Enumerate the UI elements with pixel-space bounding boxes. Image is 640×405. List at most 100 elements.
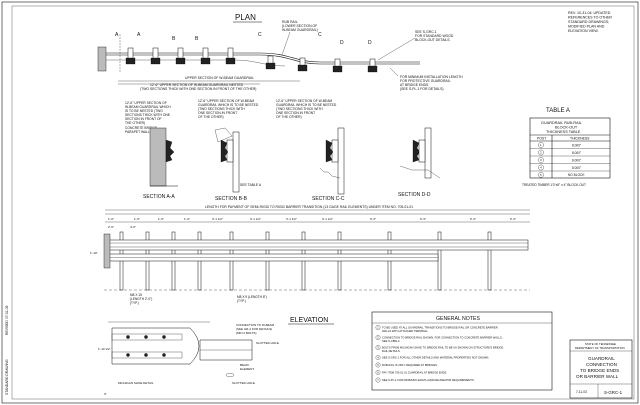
svg-text:3'-1 1/2": 3'-1 1/2" — [286, 217, 297, 221]
svg-text:REV. 10-31-04: UPDATED: REV. 10-31-04: UPDATED — [568, 11, 611, 15]
elevation-dims: 1'-0" 1'-6" 1'-6" 1'-6" 3'-1 1/2" 3'-1 1… — [108, 217, 516, 229]
svg-text:1'-10 1/2": 1'-10 1/2" — [98, 347, 111, 351]
svg-text:FOR STANDARD WOOD: FOR STANDARD WOOD — [415, 34, 454, 38]
svg-text:FOR MINIMUM INSTALLATION LENGT: FOR MINIMUM INSTALLATION LENGTH — [400, 75, 463, 79]
svg-text:W-BEAM GUARDRAIL WHICH: W-BEAM GUARDRAIL WHICH — [125, 105, 171, 109]
title-date: 7-11-03 — [576, 390, 587, 394]
plan-view: A A B B C C D D PLAN RUB RAIL (LOWER SEC… — [97, 13, 463, 91]
svg-text:AT BRIDGE ENDS: AT BRIDGE ENDS — [400, 83, 429, 87]
svg-text:CONNECTION TO W-BEAM: CONNECTION TO W-BEAM — [236, 323, 275, 327]
svg-text:ELEVATION VIEW.: ELEVATION VIEW. — [568, 29, 599, 33]
svg-text:GUARDRAIL WHICH IS TO BE NESTE: GUARDRAIL WHICH IS TO BE NESTED — [276, 103, 337, 107]
svg-text:RAIL DETAILS.: RAIL DETAILS. — [382, 349, 401, 353]
svg-text:REFERENCES TO OTHER: REFERENCES TO OTHER — [568, 16, 612, 20]
svg-text:IS TO BE NESTED (TWO: IS TO BE NESTED (TWO — [125, 109, 163, 113]
w-beam-rail — [107, 239, 529, 251]
svg-text:SECTION IN FRONT OF: SECTION IN FRONT OF — [125, 117, 162, 121]
svg-text:ONE SECTION IN FRONT: ONE SECTION IN FRONT — [276, 111, 315, 115]
svg-text:3: 3 — [377, 346, 379, 350]
svg-text:A: A — [137, 32, 141, 38]
svg-text:THICKNESS: THICKNESS — [570, 137, 590, 141]
svg-text:3": 3" — [104, 392, 107, 396]
section-a-title: SECTION A-A — [143, 194, 175, 200]
svg-text:(TWO SECTIONS THICK WITH: (TWO SECTIONS THICK WITH — [198, 107, 245, 111]
svg-text:B: B — [172, 36, 176, 42]
svg-text:BEAM: BEAM — [240, 363, 249, 367]
section-c-c: 12'-6" UPPER SECTION OF W-BEAM GUARDRAIL… — [276, 99, 345, 202]
svg-text:OF THE OTHER): OF THE OTHER) — [198, 115, 224, 119]
svg-text:(LOWER SECTION OF: (LOWER SECTION OF — [282, 24, 317, 28]
svg-text:1'-10": 1'-10" — [90, 251, 98, 255]
svg-text:8.000": 8.000" — [572, 143, 581, 147]
svg-text:PAY ITEM 705-01.01 GUARDRAIL A: PAY ITEM 705-01.01 GUARDRAIL AT BRIDGE E… — [382, 371, 447, 375]
svg-text:6'-3": 6'-3" — [470, 217, 476, 221]
section-cut-markers: A A B B C C D D — [115, 32, 372, 72]
svg-text:C: C — [258, 32, 262, 38]
svg-text:12'-6" UPPER SECTION OF W-BEAM: 12'-6" UPPER SECTION OF W-BEAM GUARDRAIL… — [150, 83, 244, 87]
svg-text:RUB RAIL IS ONLY REQUIRED AT B: RUB RAIL IS ONLY REQUIRED AT BRIDGES. — [382, 363, 438, 367]
svg-text:8.000": 8.000" — [572, 158, 581, 162]
svg-text:M8 X 15: M8 X 15 — [130, 293, 142, 297]
svg-text:8.000": 8.000" — [572, 166, 581, 170]
svg-text:SEE S-GRC-1 FOR ALL OTHER DETA: SEE S-GRC-1 FOR ALL OTHER DETAILS AND MA… — [382, 356, 489, 360]
plan-posts — [125, 47, 378, 73]
svg-text:OF THE OTHER): OF THE OTHER) — [276, 115, 302, 119]
section-b-title: SECTION B-B — [215, 196, 248, 202]
section-d-d: SECTION D-D — [398, 127, 441, 198]
table-a-title: TABLE A — [546, 108, 570, 114]
svg-text:TO BRIDGE ENDS: TO BRIDGE ENDS — [580, 368, 619, 373]
svg-text:SECTIONS THICK WITH ONE: SECTIONS THICK WITH ONE — [125, 113, 171, 117]
plan-title: PLAN — [235, 13, 256, 22]
svg-text:SEE S-GRC-1: SEE S-GRC-1 — [415, 30, 437, 34]
svg-text:STANDARD DRAWING: STANDARD DRAWING — [5, 359, 9, 395]
svg-text:RUB RAIL: RUB RAIL — [282, 20, 298, 24]
svg-text:6'-3": 6'-3" — [510, 217, 516, 221]
svg-text:BLOCK-OUT DETAILS.: BLOCK-OUT DETAILS. — [415, 38, 451, 42]
section-d-title: SECTION D-D — [398, 192, 431, 198]
svg-text:5: 5 — [377, 363, 379, 367]
svg-text:4: 4 — [540, 166, 542, 170]
svg-text:1'-6": 1'-6" — [184, 217, 190, 221]
svg-text:1'-6": 1'-6" — [134, 217, 140, 221]
svg-text:TREATED TIMBER 1'0"x8" x 4" BL: TREATED TIMBER 1'0"x8" x 4" BLOCK-OUT — [522, 183, 586, 187]
svg-text:5: 5 — [540, 173, 542, 177]
general-notes: GENERAL NOTES 1 TO BE USED AT ALL GUARDR… — [371, 311, 553, 391]
svg-text:12'-6" UPPER SECTION OF: 12'-6" UPPER SECTION OF — [125, 101, 167, 105]
svg-text:6'-3": 6'-3" — [420, 217, 426, 221]
svg-text:8.000": 8.000" — [572, 151, 581, 155]
sheet-number: S-GRC-1 — [604, 390, 623, 395]
svg-text:(TYP.): (TYP.) — [130, 301, 139, 305]
svg-text:6'-3": 6'-3" — [370, 217, 376, 221]
svg-text:MODIFIED PLAN AND: MODIFIED PLAN AND — [568, 25, 605, 29]
svg-text:CONNECTION: CONNECTION — [586, 362, 617, 367]
svg-text:6: 6 — [377, 371, 379, 375]
svg-text:(SEE S-PL-1 FOR DETAILS): (SEE S-PL-1 FOR DETAILS) — [400, 87, 443, 91]
svg-text:OR BARRIER WALL: OR BARRIER WALL — [576, 374, 619, 379]
svg-text:NO BLOCK: NO BLOCK — [568, 173, 585, 177]
table-a: TABLE A GUARDRAIL RUB-RAIL BLOCK-OUT THI… — [522, 108, 611, 187]
svg-text:POST: POST — [537, 137, 546, 141]
svg-text:SEE S-PL-1 FOR MINIMUM LENGTH: SEE S-PL-1 FOR MINIMUM LENGTH AND DELINE… — [382, 378, 475, 382]
svg-text:STANDARD DRAWINGS;: STANDARD DRAWINGS; — [568, 20, 609, 24]
svg-text:SEE S-CBW-3.: SEE S-CBW-3. — [382, 339, 400, 343]
svg-text:M8 X 9 (LENGTH 8"): M8 X 9 (LENGTH 8") — [237, 295, 267, 299]
svg-text:(MIN 2 BOLTS): (MIN 2 BOLTS) — [236, 331, 256, 335]
svg-text:2: 2 — [540, 151, 542, 155]
elevation-view: LENGTH FOR PAYMENT OF SEMI-RIGID TO RIGI… — [90, 205, 530, 325]
svg-text:GUARDRAIL RUB-RAIL: GUARDRAIL RUB-RAIL — [541, 121, 582, 125]
svg-text:PARAPET WALL: PARAPET WALL — [125, 130, 150, 134]
svg-text:REVISED 07-31-08: REVISED 07-31-08 — [5, 305, 9, 335]
svg-text:WALLS WITH ATTACHED TERMINAL.: WALLS WITH ATTACHED TERMINAL. — [382, 329, 429, 333]
svg-text:TO BE USED AT ALL GUARDRAIL TR: TO BE USED AT ALL GUARDRAIL TRANSITIONS … — [382, 326, 498, 330]
svg-text:2'-6": 2'-6" — [108, 225, 114, 229]
parapet-plan — [97, 46, 107, 72]
svg-text:1: 1 — [540, 143, 542, 147]
svg-text:(TWO SECTIONS THICK WITH ONE S: (TWO SECTIONS THICK WITH ONE SECTION IN … — [140, 87, 256, 91]
svg-text:CONCRETE BRIDGE: CONCRETE BRIDGE — [125, 126, 158, 130]
elevation-title: ELEVATION — [290, 317, 328, 324]
svg-text:THE OTHER): THE OTHER) — [125, 121, 145, 125]
svg-text:ONE SECTION IN FRONT: ONE SECTION IN FRONT — [198, 111, 237, 115]
svg-text:BOLTS FROM MICHIGAN SHOE TO BR: BOLTS FROM MICHIGAN SHOE TO BRIDGE RAIL … — [382, 346, 503, 350]
